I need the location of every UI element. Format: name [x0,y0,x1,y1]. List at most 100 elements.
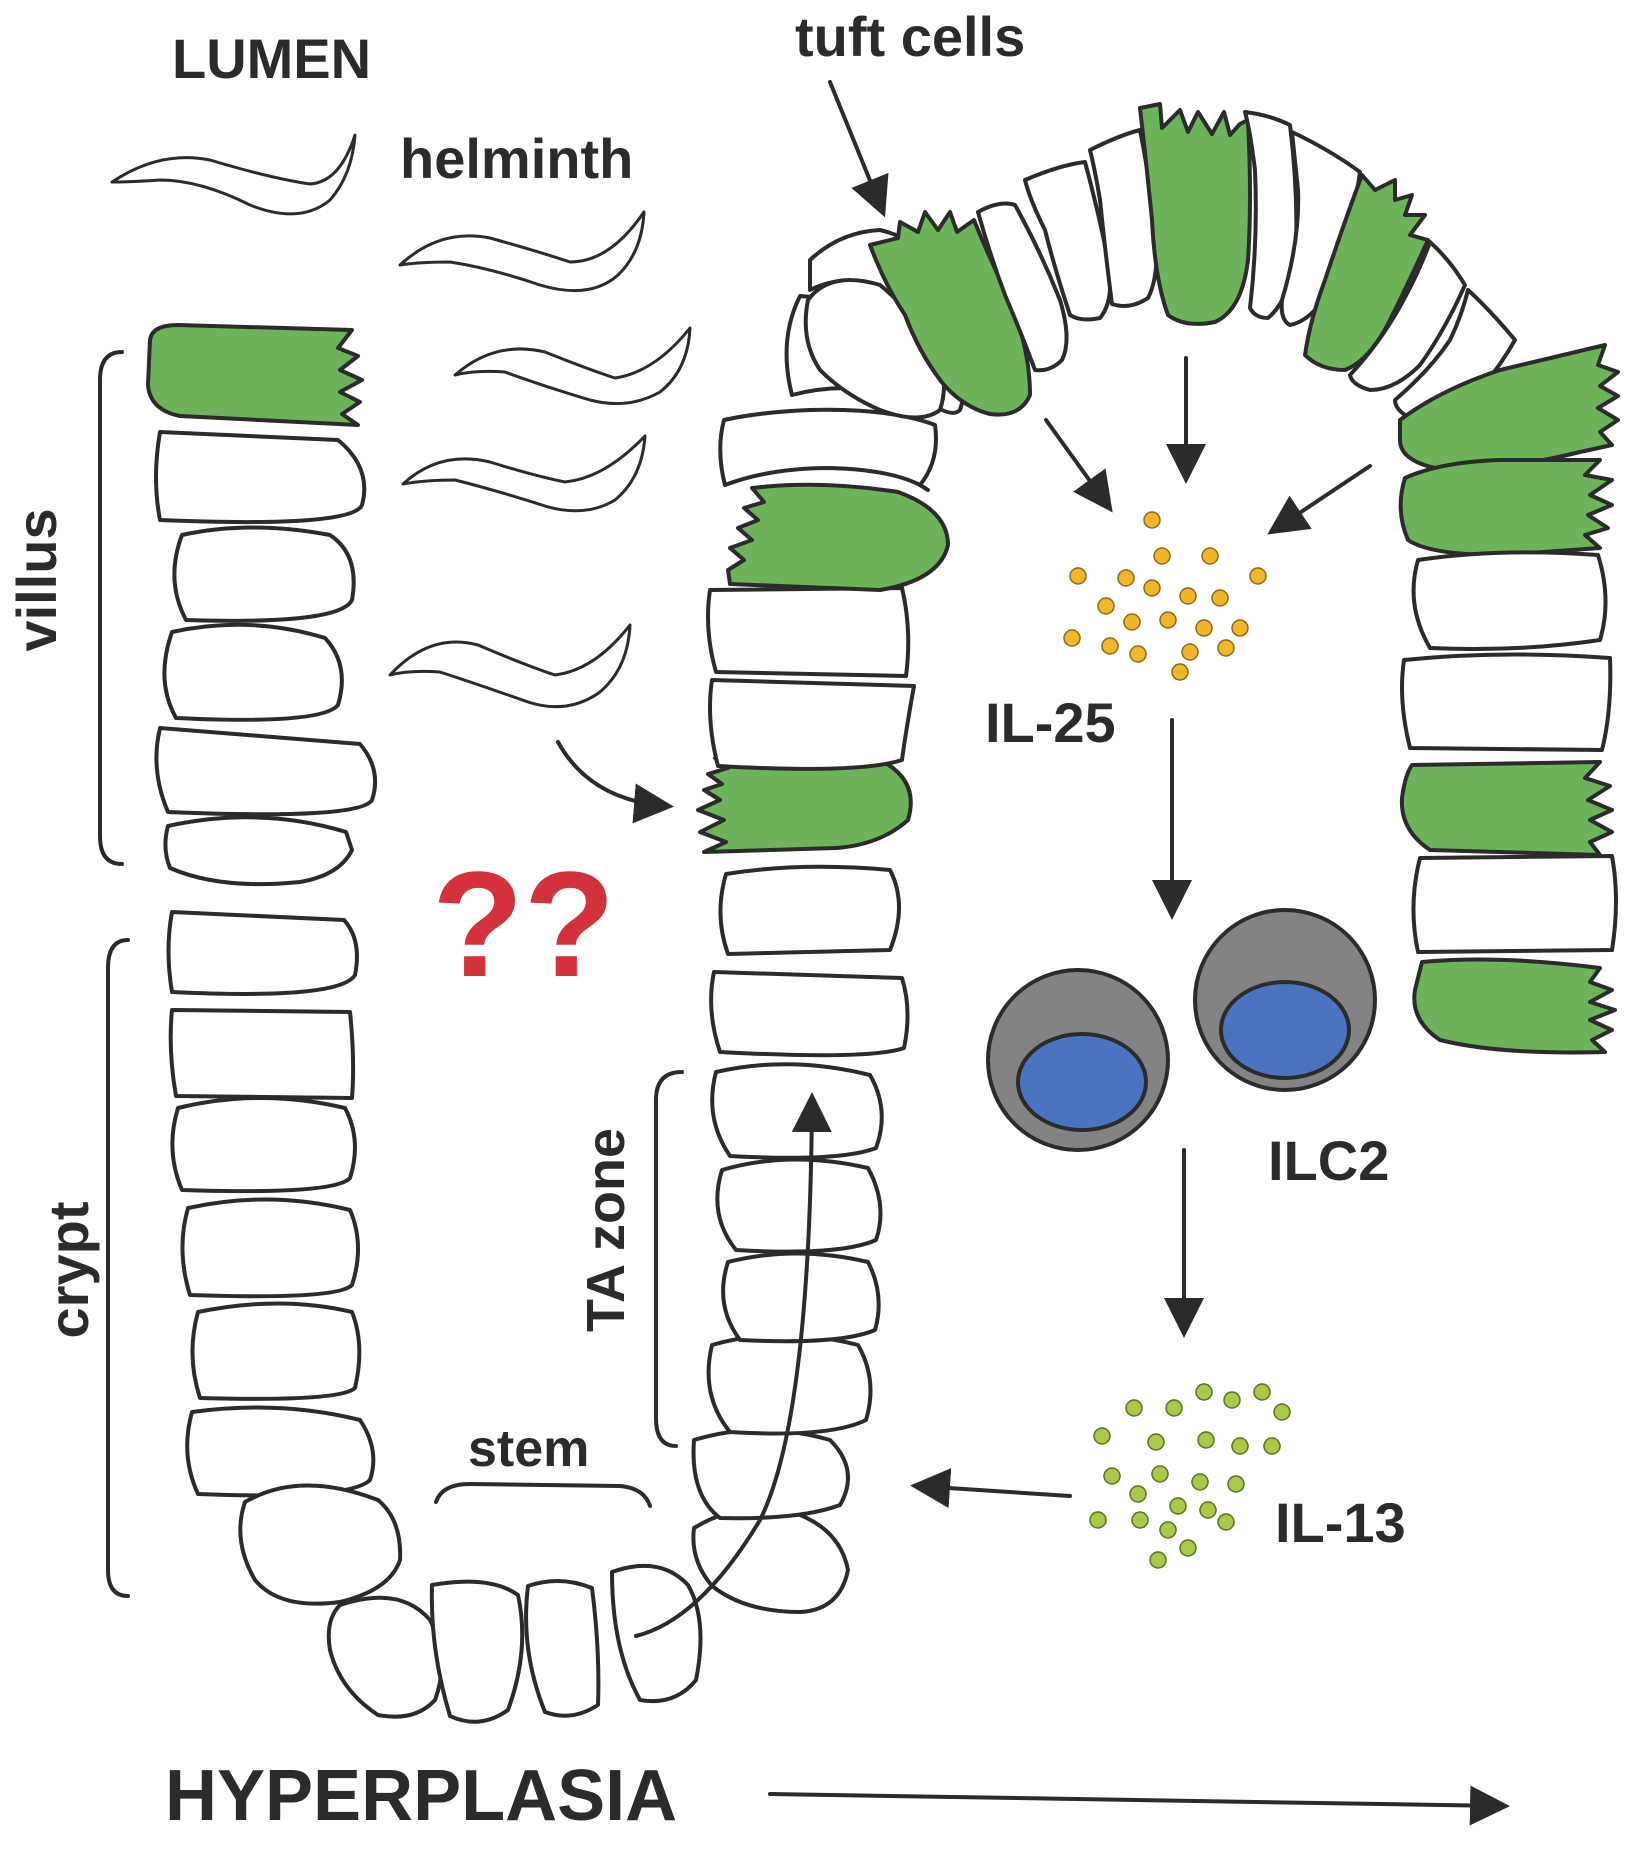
epithelial-cell [1348,240,1467,392]
arrow-il13-to-crypt [910,1468,1072,1509]
il13-cluster [1089,1383,1291,1569]
il25-particle [1153,547,1171,565]
helminth-worm [110,133,357,216]
il25-particle [1217,639,1235,657]
il25-cluster [1063,511,1267,681]
il25-particle [1179,587,1197,605]
tuft-cell [726,482,950,592]
crypt-bracket [106,938,130,1598]
epithelial-cell [154,726,377,817]
il13-particle [1231,1437,1249,1455]
il25-particle [1143,579,1161,597]
tuft-cell [1398,343,1620,471]
middle-epithelium [691,228,967,1614]
il25-particle [1117,569,1135,587]
epithelial-cell [691,1428,850,1521]
tuft-cells-label: tuft cells [795,5,1025,68]
il25-particle [1101,637,1119,655]
il13-particle [1195,1383,1213,1401]
il13-particle [1273,1403,1291,1421]
helminth-worm [453,326,692,406]
arrow-helminth-to-tuft [556,740,674,824]
il13-particle [1131,1511,1149,1529]
epithelial-cell [154,430,367,525]
il13-particle [1191,1473,1209,1491]
il25-particle [1181,643,1199,661]
il13-particle [1129,1485,1147,1503]
il13-particle [1253,1383,1271,1401]
hyperplasia-label: HYPERPLASIA [165,1756,677,1836]
epithelial-cell [190,1301,362,1401]
il13-particle [1197,1431,1215,1449]
tuft-cell [1412,957,1617,1055]
il25-particle [1123,613,1141,631]
helminth-worm [398,210,646,293]
epithelial-cell [715,1157,883,1254]
helminth-group [110,133,692,709]
il13-particle [1199,1501,1217,1519]
lumen-label: LUMEN [172,27,371,90]
il13-particle [1179,1539,1197,1557]
il25-label: IL-25 [985,691,1116,754]
ilc2-nucleus [1016,1032,1148,1132]
epithelial-cell [1411,550,1608,651]
il13-particle [1147,1433,1165,1451]
il13-label: IL-13 [1275,1491,1406,1554]
right-epithelium [1398,343,1620,1055]
il25-particle [1249,567,1267,585]
ta-zone-bracket [654,1070,684,1448]
epithelial-cell [1088,128,1159,308]
tuft-cell [868,210,1032,417]
il25-particle [1129,645,1147,663]
helminth-label: helminth [400,127,633,190]
arrow-stem-to-villus [634,1092,832,1638]
epithelial-cell [180,1197,361,1299]
ta-zone-label: TA zone [576,1128,636,1332]
villus-bracket [98,350,124,866]
epithelial-cell [1243,110,1299,320]
question-marks: ?? [432,840,615,1008]
arrow-tuft-to-il25-right [1267,464,1372,535]
stem-label: stem [468,1420,589,1478]
arrow-tuft-pointer [828,80,889,218]
il13-particle [1165,1399,1183,1417]
il25-particle [1097,597,1115,615]
epithelial-cell [172,525,356,623]
villus-label: villus [5,508,68,651]
epithelial-cell [1411,854,1618,954]
il13-particle [1089,1511,1107,1529]
il25-particle [1231,619,1249,637]
epithelial-cell [166,910,359,996]
epithelial-cell [168,1008,356,1100]
crypt-label: crypt [37,1202,100,1339]
hyperplasia-arrow [768,1785,1510,1826]
helminth-worm [401,434,647,513]
epithelial-cell [185,1405,376,1498]
il13-particle [1159,1521,1177,1539]
epithelial-cell [524,1578,601,1718]
il13-particle [1151,1465,1169,1483]
epithelial-cell [429,1579,525,1724]
il13-particle [1149,1551,1167,1569]
il25-particle [1171,663,1189,681]
epithelial-cell [718,864,901,956]
arrow-tuft-to-il25-left [1044,418,1113,513]
il13-particle [1169,1497,1187,1515]
il13-particle [1223,1391,1241,1409]
epithelial-cell [326,1595,444,1719]
epithelial-cell [976,201,1069,373]
epithelial-cell [610,1563,703,1704]
il25-particle [1159,611,1177,629]
epithelial-cell [709,970,910,1058]
tuft-cell [146,323,364,427]
epithelial-cell [162,622,344,722]
epithelial-cell [238,1483,403,1606]
helminth-worm [388,623,632,709]
epithelial-cell [708,678,916,771]
tuft-cell [1398,458,1614,557]
il25-particle [1201,547,1219,565]
il25-particle [1195,619,1213,637]
epithelial-cell [706,586,911,678]
stem-bracket [434,1482,652,1508]
